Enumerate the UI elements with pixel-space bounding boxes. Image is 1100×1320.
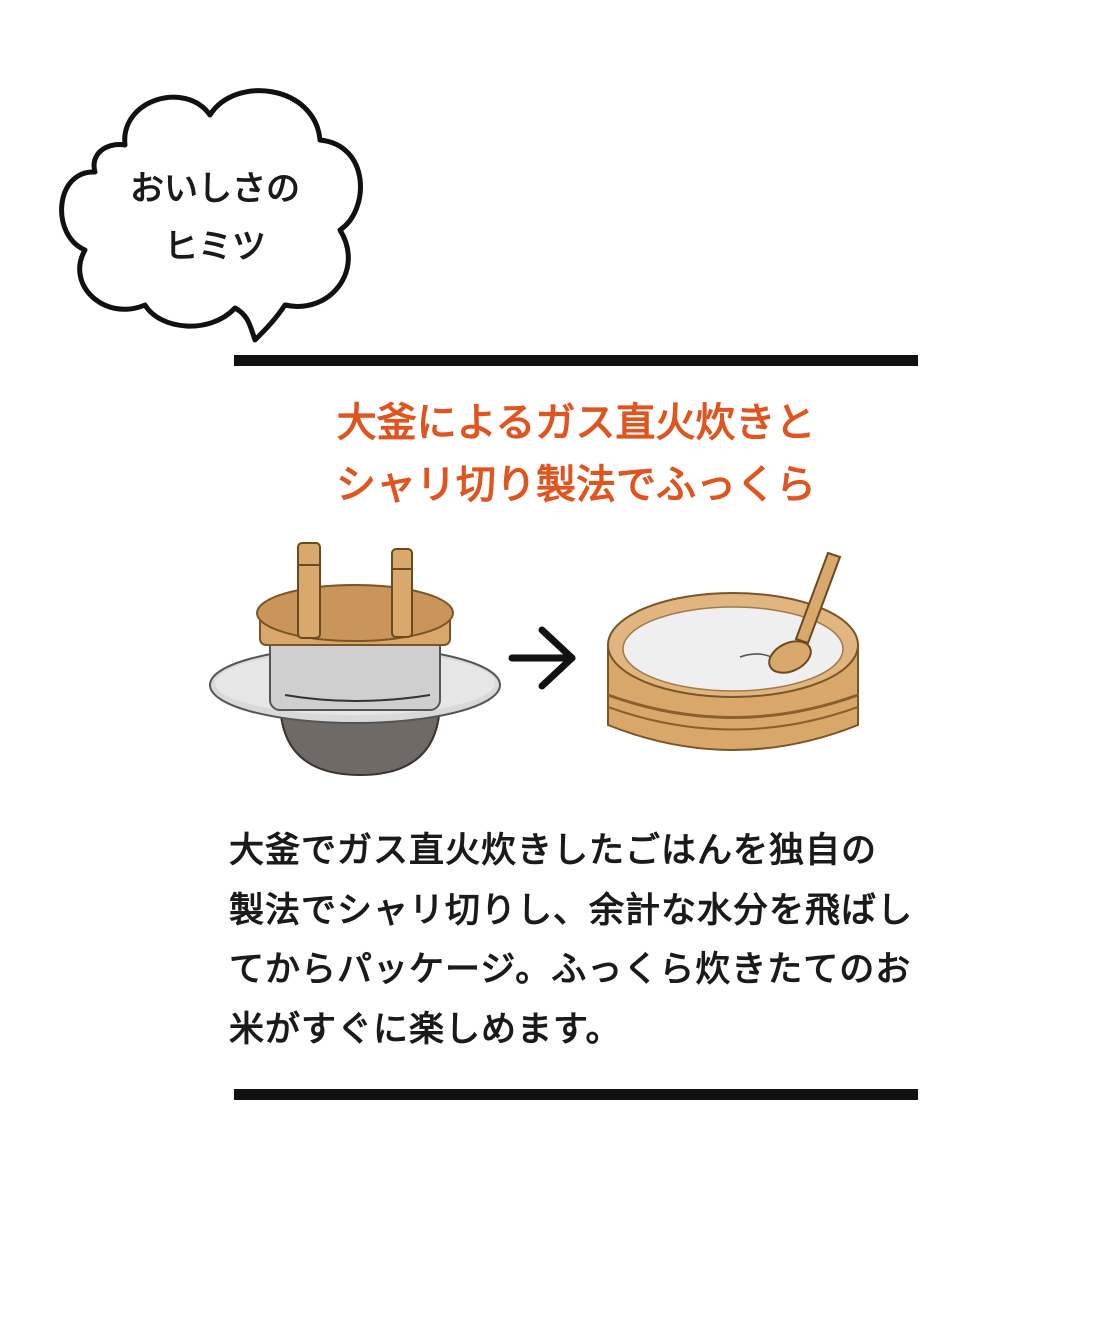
description-line-2: 製法でシャリ切りし、余計な水分を飛ばし <box>229 890 914 931</box>
description-line-4: 米がすぐに楽しめます。 <box>229 1009 622 1050</box>
bubble-label: おいしさの ヒミツ <box>90 160 340 276</box>
pot-on-stove-icon <box>209 542 501 777</box>
headline-line-1: 大釜によるガス直火炊きと <box>336 400 816 446</box>
top-divider <box>234 355 918 366</box>
rice-tub-with-paddle-icon <box>607 551 859 751</box>
headline: 大釜によるガス直火炊きと シャリ切り製法でふっくら <box>234 392 918 516</box>
process-illustration <box>200 535 900 785</box>
description-line-1: 大釜でガス直火炊きしたごはんを独自の <box>229 831 878 871</box>
cloud-bubble-icon <box>59 88 363 343</box>
arrow-right-icon <box>508 626 576 690</box>
headline-line-2: シャリ切り製法でふっくら <box>336 462 816 508</box>
bubble-line-2: ヒミツ <box>164 227 266 267</box>
bubble-line-1: おいしさの <box>130 169 300 209</box>
speech-bubble: おいしさの ヒミツ <box>50 60 370 360</box>
bottom-divider <box>234 1089 918 1100</box>
description-text: 大釜でガス直火炊きしたごはんを独自の 製法でシャリ切りし、余計な水分を飛ばし て… <box>229 822 919 1060</box>
description-line-3: てからパッケージ。ふっくら炊きたてのお <box>229 950 912 990</box>
